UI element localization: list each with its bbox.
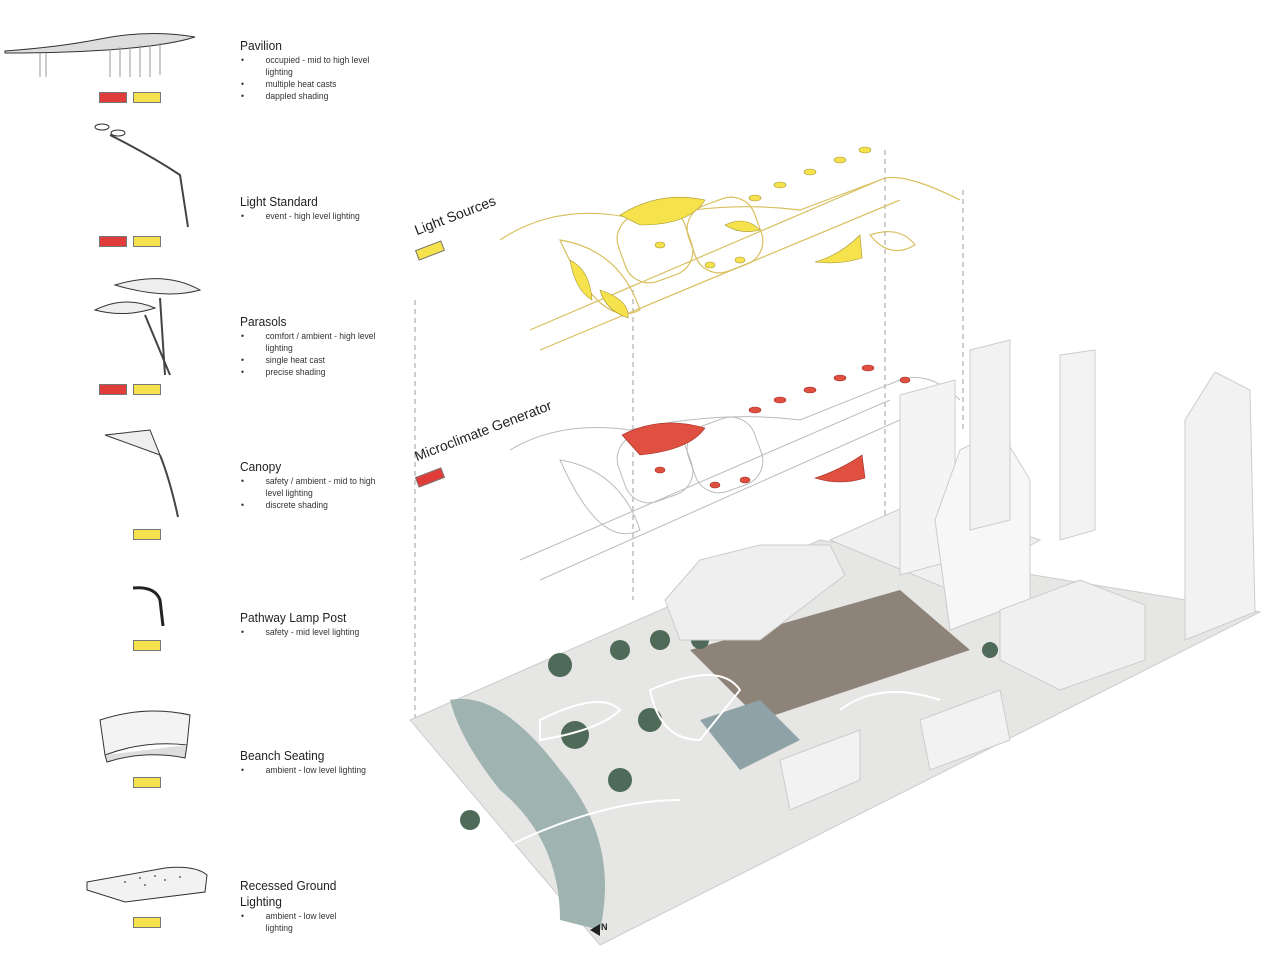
legend-bullet: occupied - mid to high level lighting — [240, 54, 383, 78]
legend-bullet: safety / ambient - mid to high level lig… — [240, 475, 383, 499]
legend-title: Recessed Ground Lighting — [240, 878, 337, 909]
north-arrow — [590, 924, 600, 936]
light-swatch — [133, 384, 161, 395]
microclimate-swatch — [99, 384, 127, 395]
legend-title: Pavilion — [240, 38, 282, 53]
pathway-lamp-post-icon — [132, 586, 165, 627]
light-standard-icon — [94, 123, 189, 228]
bench-seating-icon — [99, 710, 191, 763]
light-swatch — [133, 917, 161, 928]
parasols-icon — [93, 278, 202, 376]
light-sources-layer — [499, 177, 961, 351]
legend-item-pavilion: Pavilion occupied - mid to high level li… — [240, 38, 390, 102]
legend-title: Pathway Lamp Post — [240, 610, 347, 625]
legend-bullet: single heat cast — [240, 354, 383, 366]
legend-item-recessed-ground-lighting: Recessed Ground Lighting ambient - low l… — [240, 878, 350, 934]
recessed-ground-lighting-icon — [86, 866, 208, 903]
legend-title: Canopy — [240, 459, 282, 474]
light-swatch — [133, 92, 161, 103]
north-arrow-label: N — [601, 922, 608, 932]
light-swatch — [133, 529, 161, 540]
microclimate-layer — [509, 377, 961, 581]
legend-item-parasols: Parasols comfort / ambient - high level … — [240, 314, 390, 378]
microclimate-swatch — [99, 236, 127, 247]
legend-item-canopy: Canopy safety / ambient - mid to high le… — [240, 459, 390, 511]
legend-bullet: safety - mid level lighting — [240, 626, 383, 638]
legend-bullet: comfort / ambient - high level lighting — [240, 330, 383, 354]
light-sources-fills — [569, 146, 872, 319]
legend-title: Beanch Seating — [240, 748, 325, 763]
light-swatch — [133, 777, 161, 788]
pavilion-icon — [4, 32, 196, 77]
microclimate-swatch — [99, 92, 127, 103]
legend-title: Light Standard — [240, 194, 318, 209]
legend-bullet: multiple heat casts — [240, 78, 383, 90]
legend-item-bench-seating: Beanch Seating ambient - low level light… — [240, 748, 390, 776]
legend-item-light-standard: Light Standard event - high level lighti… — [240, 194, 390, 222]
site-model — [409, 339, 1262, 946]
legend-bullet: event - high level lighting — [240, 210, 383, 222]
canopy-icon — [104, 429, 179, 518]
legend-bullet: ambient - low level lighting — [240, 910, 345, 934]
legend-bullet: dappled shading — [240, 90, 383, 102]
legend-item-pathway-lamp-post: Pathway Lamp Post safety - mid level lig… — [240, 610, 390, 638]
legend-bullet: ambient - low level lighting — [240, 764, 383, 776]
microclimate-fills — [621, 364, 936, 489]
legend-bullet: discrete shading — [240, 499, 383, 511]
light-swatch — [133, 236, 161, 247]
legend-bullet: precise shading — [240, 366, 383, 378]
light-swatch — [133, 640, 161, 651]
legend-title: Parasols — [240, 314, 287, 329]
